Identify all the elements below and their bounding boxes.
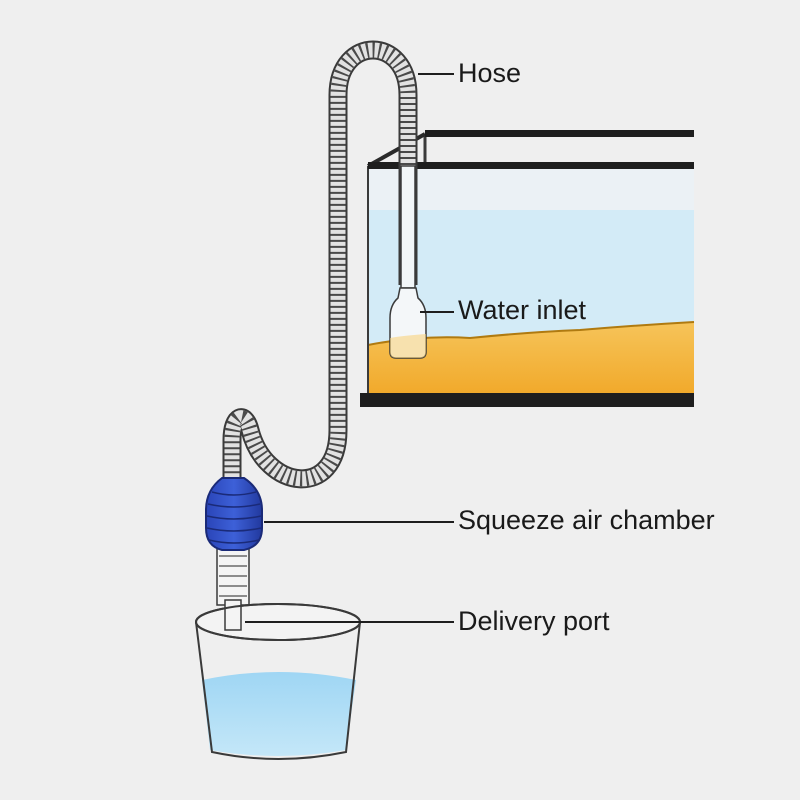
tank-rim-back bbox=[425, 130, 694, 137]
squeeze-air-chamber-label: Squeeze air chamber bbox=[458, 505, 715, 535]
delivery-port bbox=[224, 599, 242, 631]
intake-tube bbox=[389, 165, 427, 359]
tank-rim-front bbox=[368, 162, 694, 169]
water-inlet-label: Water inlet bbox=[458, 295, 587, 325]
hose-label: Hose bbox=[458, 58, 522, 88]
tank-base bbox=[360, 393, 694, 407]
callout-lines bbox=[245, 73, 454, 623]
delivery-port-label: Delivery port bbox=[458, 606, 610, 636]
bucket bbox=[195, 599, 361, 760]
hose bbox=[222, 40, 418, 489]
aquarium-tank bbox=[360, 130, 695, 407]
squeeze-bulb bbox=[205, 477, 263, 606]
tank-gravel bbox=[368, 322, 694, 395]
bucket-water bbox=[202, 672, 356, 756]
